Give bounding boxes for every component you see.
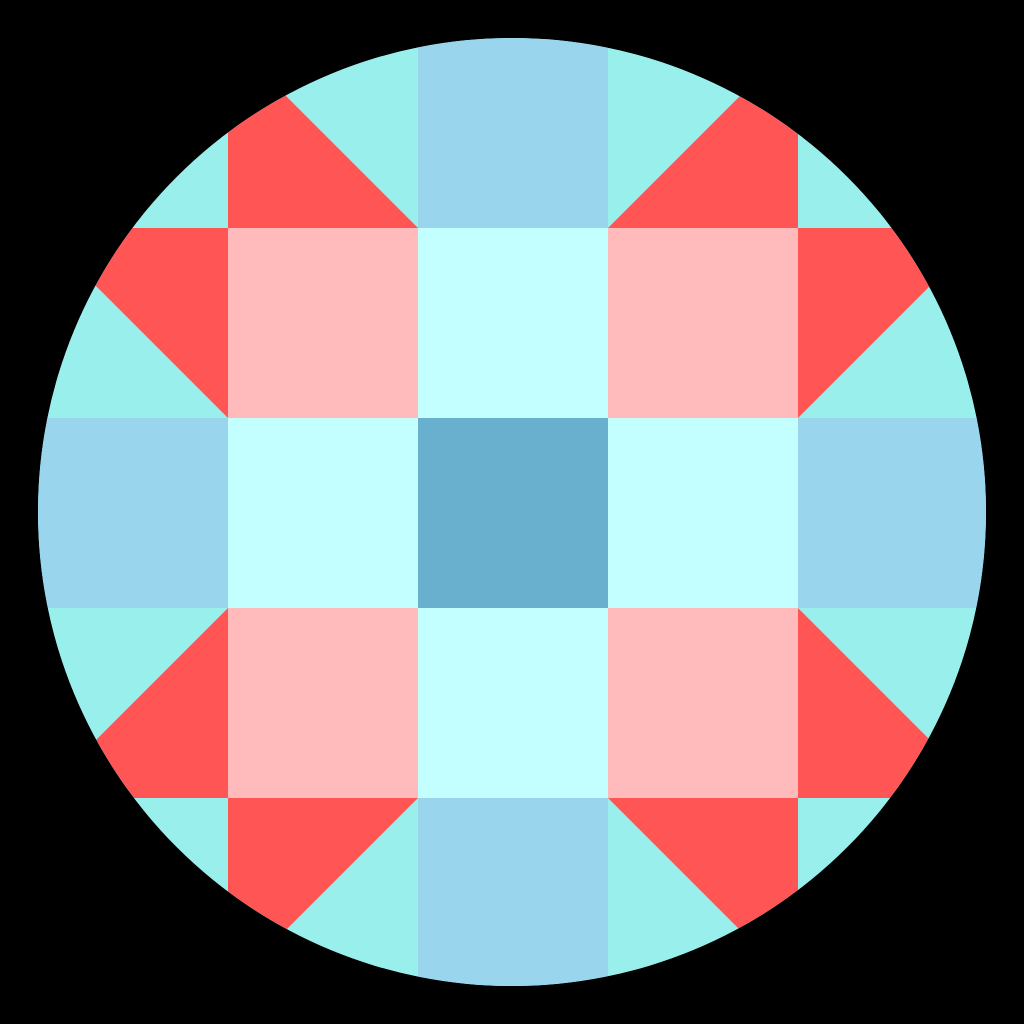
- tile-pink-br: [608, 608, 798, 798]
- tile-middle-left: [38, 418, 228, 608]
- tile-pink-bl: [228, 608, 418, 798]
- tile-bottom-center: [418, 798, 608, 986]
- tile-top-center: [418, 38, 608, 228]
- tile-ice-bottom: [418, 608, 608, 798]
- tile-steel-center: [418, 418, 608, 608]
- tile-ice-left: [228, 418, 418, 608]
- tile-ice-top: [418, 228, 608, 418]
- tile-middle-right: [798, 418, 986, 608]
- tile-ice-right: [608, 418, 798, 608]
- tile-pink-tl: [228, 228, 418, 418]
- tile-pink-tr: [608, 228, 798, 418]
